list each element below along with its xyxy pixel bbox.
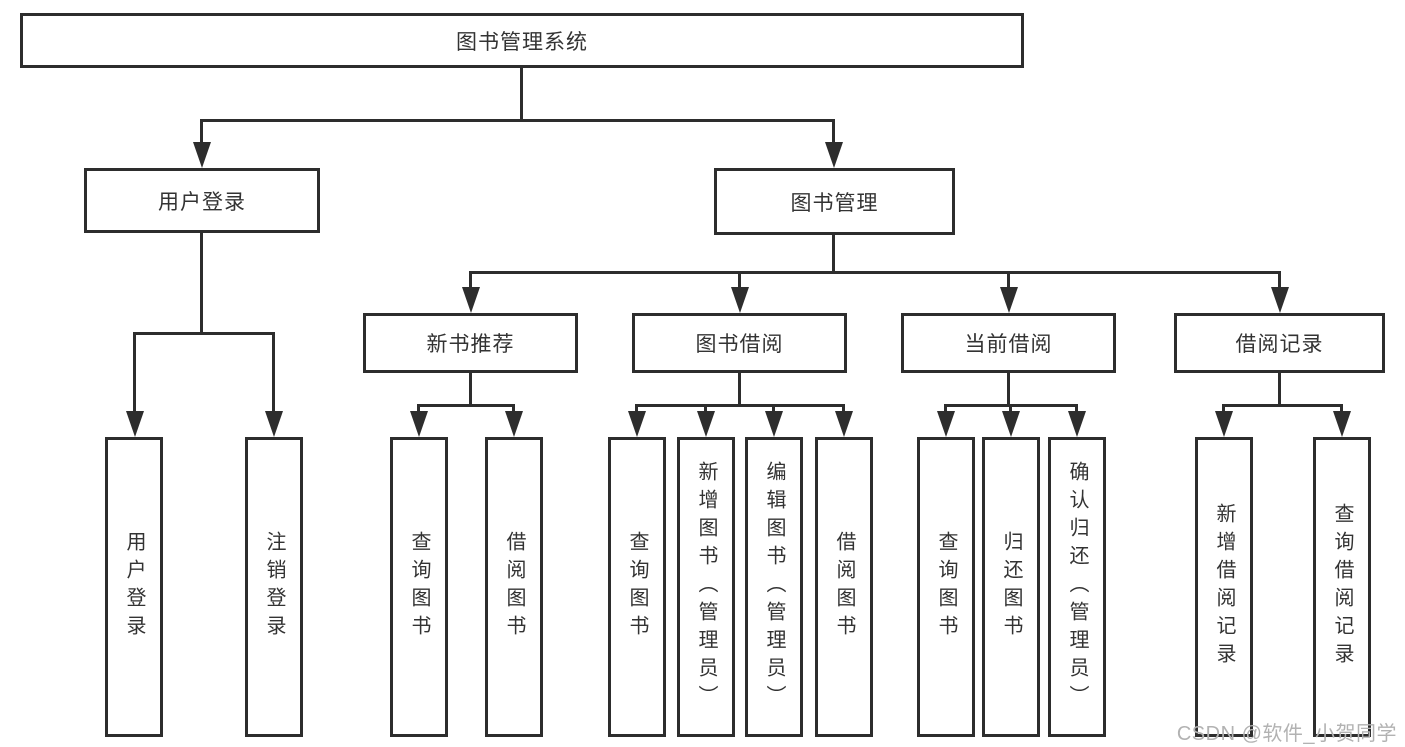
- leaf-return-book: 归还图书: [982, 437, 1040, 737]
- connector-line: [772, 404, 775, 413]
- arrowhead-down-icon: [628, 411, 646, 437]
- arrowhead-down-icon: [1271, 287, 1289, 313]
- connector-line: [832, 119, 835, 145]
- arrowhead-down-icon: [126, 411, 144, 437]
- leaf-borrow-book-2: 借阅图书: [815, 437, 873, 737]
- connector-line: [469, 271, 1281, 274]
- leaf-label: 借阅图书: [503, 531, 525, 643]
- connector-line: [1009, 404, 1012, 413]
- connector-line: [512, 404, 515, 413]
- node-current-borrow: 当前借阅: [901, 313, 1116, 373]
- leaf-label: 查询图书: [408, 531, 430, 643]
- leaf-add-book-admin: 新增图书（管理员）: [677, 437, 735, 737]
- arrowhead-down-icon: [697, 411, 715, 437]
- leaf-label: 用户登录: [123, 531, 145, 643]
- leaf-search-book-1: 查询图书: [390, 437, 448, 737]
- connector-line: [944, 404, 947, 413]
- leaf-label: 新增图书（管理员）: [695, 461, 717, 713]
- arrowhead-down-icon: [765, 411, 783, 437]
- connector-line: [133, 332, 136, 412]
- connector-line: [1222, 404, 1225, 413]
- node-book-management: 图书管理: [714, 168, 955, 235]
- connector-line: [1222, 404, 1343, 407]
- connector-line: [272, 332, 275, 412]
- leaf-label: 注销登录: [263, 531, 285, 643]
- connector-line: [635, 404, 845, 407]
- connector-line: [842, 404, 845, 413]
- leaf-label: 借阅图书: [833, 531, 855, 643]
- node-new-book-recommend: 新书推荐: [363, 313, 578, 373]
- arrowhead-down-icon: [937, 411, 955, 437]
- connector-line: [417, 404, 420, 413]
- connector-line: [635, 404, 638, 413]
- leaf-search-book-3: 查询图书: [917, 437, 975, 737]
- leaf-search-book-2: 查询图书: [608, 437, 666, 737]
- arrowhead-down-icon: [462, 287, 480, 313]
- connector-line: [832, 235, 835, 273]
- connector-line: [469, 373, 472, 406]
- connector-line: [200, 233, 203, 334]
- arrowhead-down-icon: [825, 142, 843, 168]
- csdn-watermark: CSDN @软件_小贺同学: [1176, 723, 1397, 745]
- node-book-management-label: 图书管理: [790, 191, 879, 215]
- connector-line: [200, 119, 203, 145]
- node-borrow-record: 借阅记录: [1174, 313, 1385, 373]
- arrowhead-down-icon: [1002, 411, 1020, 437]
- leaf-add-borrow-record: 新增借阅记录: [1195, 437, 1253, 737]
- arrowhead-down-icon: [1215, 411, 1233, 437]
- arrowhead-down-icon: [505, 411, 523, 437]
- connector-line: [704, 404, 707, 413]
- leaf-label: 归还图书: [1000, 531, 1022, 643]
- connector-line: [1007, 271, 1010, 289]
- leaf-label: 查询借阅记录: [1331, 503, 1353, 671]
- leaf-user-login: 用户登录: [105, 437, 163, 737]
- node-root-label: 图书管理系统: [456, 30, 588, 54]
- connector-line: [1278, 271, 1281, 289]
- leaf-label: 编辑图书（管理员）: [763, 461, 785, 713]
- connector-line: [738, 271, 741, 289]
- arrowhead-down-icon: [265, 411, 283, 437]
- connector-line: [200, 119, 835, 122]
- arrowhead-down-icon: [731, 287, 749, 313]
- leaf-edit-book-admin: 编辑图书（管理员）: [745, 437, 803, 737]
- leaf-label: 确认归还（管理员）: [1066, 461, 1088, 713]
- connector-line: [1340, 404, 1343, 413]
- connector-line: [738, 373, 741, 406]
- connector-line: [520, 68, 523, 121]
- connector-line: [133, 332, 275, 335]
- node-root: 图书管理系统: [20, 13, 1024, 68]
- arrowhead-down-icon: [193, 142, 211, 168]
- arrowhead-down-icon: [835, 411, 853, 437]
- node-book-borrow-label: 图书借阅: [695, 333, 784, 356]
- leaf-confirm-return-admin: 确认归还（管理员）: [1048, 437, 1106, 737]
- node-borrow-record-label: 借阅记录: [1235, 333, 1324, 356]
- arrowhead-down-icon: [410, 411, 428, 437]
- arrowhead-down-icon: [1068, 411, 1086, 437]
- node-user-login-label: 用户登录: [158, 190, 246, 214]
- leaf-search-borrow-record: 查询借阅记录: [1313, 437, 1371, 737]
- connector-line: [1278, 373, 1281, 406]
- arrowhead-down-icon: [1333, 411, 1351, 437]
- leaf-label: 新增借阅记录: [1213, 503, 1235, 671]
- node-user-login: 用户登录: [84, 168, 320, 233]
- leaf-label: 查询图书: [935, 531, 957, 643]
- node-new-book-recommend-label: 新书推荐: [426, 333, 515, 356]
- connector-line: [417, 404, 515, 407]
- connector-line: [1007, 373, 1010, 406]
- node-book-borrow: 图书借阅: [632, 313, 847, 373]
- connector-line: [469, 271, 472, 289]
- leaf-logout: 注销登录: [245, 437, 303, 737]
- leaf-label: 查询图书: [626, 531, 648, 643]
- connector-line: [1075, 404, 1078, 413]
- node-current-borrow-label: 当前借阅: [964, 333, 1053, 356]
- arrowhead-down-icon: [1000, 287, 1018, 313]
- leaf-borrow-book-1: 借阅图书: [485, 437, 543, 737]
